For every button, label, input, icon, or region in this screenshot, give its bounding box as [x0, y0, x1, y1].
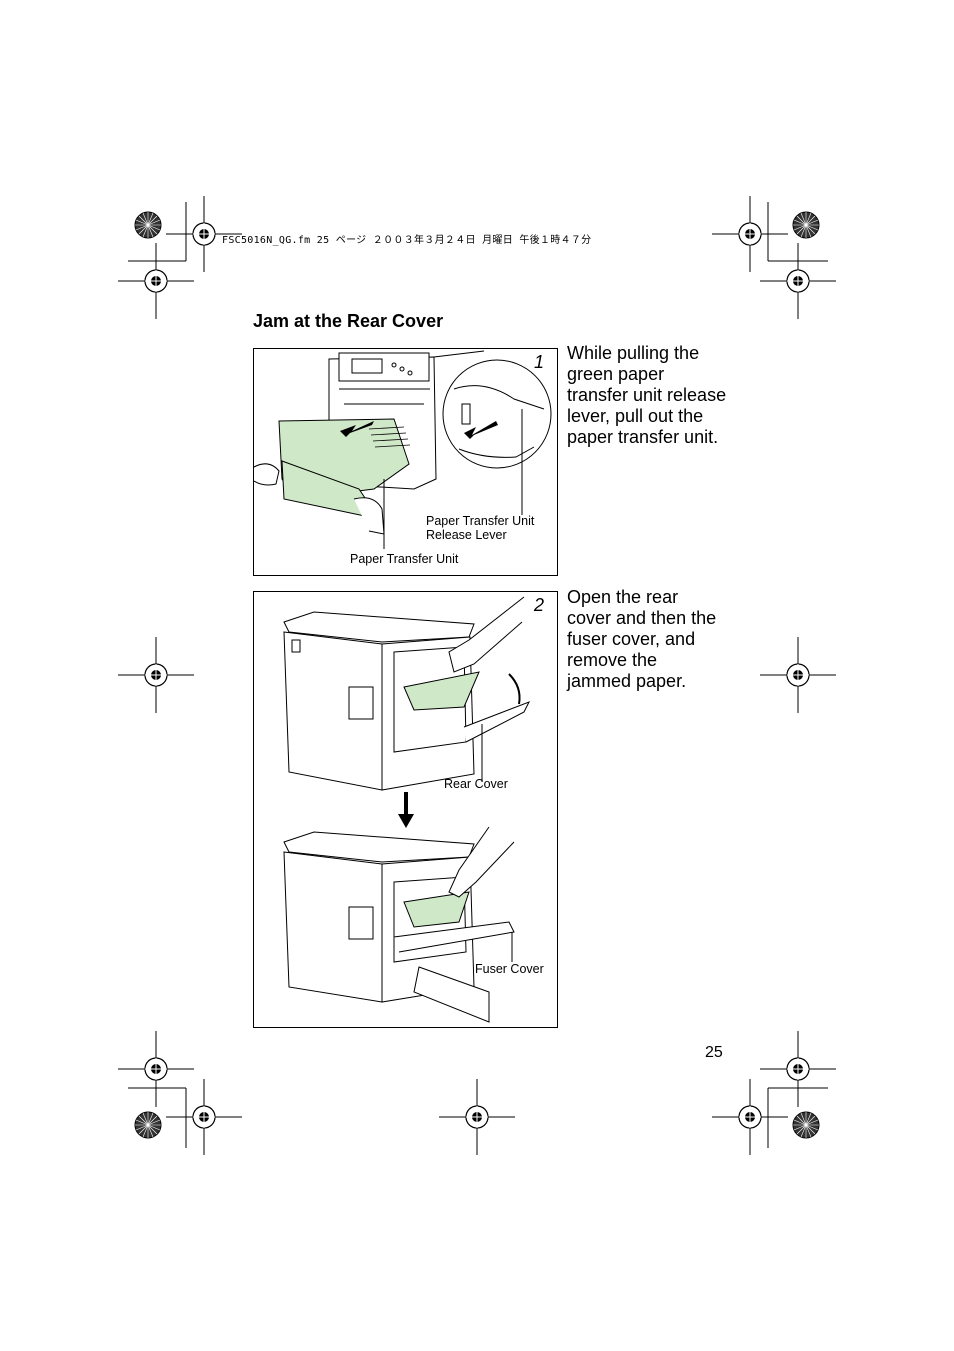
step-2-number: 2 — [534, 595, 545, 615]
callout-fuser-cover: Fuser Cover — [475, 962, 544, 976]
registration-star-icon — [134, 211, 162, 239]
section-title: Jam at the Rear Cover — [253, 311, 444, 331]
step-2-figure: 2 Rear Cover Fuser Cover — [253, 591, 558, 1028]
callout-paper-transfer-unit: Paper Transfer Unit — [350, 552, 459, 566]
file-header: FSC5016N_QG.fm 25 ページ ２００３年３月２４日 月曜日 午後１… — [222, 235, 592, 246]
paper-transfer-unit-illustration — [254, 350, 552, 549]
step-1-instruction: While pulling the green paper transfer u… — [567, 343, 727, 447]
step-2-instruction: Open the rear cover and then the fuser c… — [567, 587, 717, 691]
rear-cover-illustration — [283, 596, 531, 1023]
step-1-number: 1 — [534, 352, 545, 372]
callout-rear-cover: Rear Cover — [444, 777, 508, 791]
callout-release-lever-line1: Paper Transfer Unit — [426, 514, 535, 528]
callout-release-lever-line2: Release Lever — [426, 528, 507, 542]
step-1-figure: 1 Paper Transfer Unit Release Lever Pape… — [253, 348, 558, 576]
page-number: 25 — [705, 1044, 723, 1061]
